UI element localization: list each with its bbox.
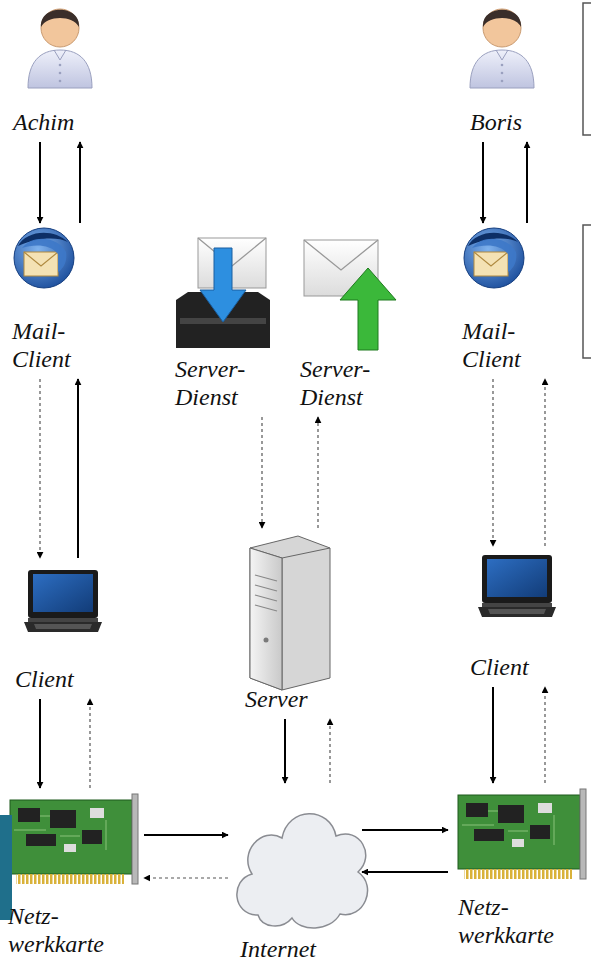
icon-node: Server — [240, 530, 340, 717]
icon-node: Client — [462, 548, 562, 685]
icon-node: Server- Dienst — [290, 230, 410, 415]
arrow — [362, 871, 448, 873]
node-label: Netz- werkkarte — [458, 893, 586, 949]
node-label: Boris — [470, 108, 548, 136]
icon-node: Achim — [10, 5, 112, 140]
arrow — [526, 142, 528, 223]
arrow — [544, 687, 545, 783]
arrow — [284, 719, 286, 783]
node-label: Client — [15, 665, 105, 693]
arrow — [79, 142, 81, 223]
arrow — [362, 829, 448, 831]
arrow — [144, 877, 228, 878]
arrow — [492, 687, 494, 783]
arrow — [89, 699, 90, 788]
arrow — [261, 417, 262, 528]
icon-node: Mail- Client — [5, 225, 120, 377]
arrow — [39, 699, 41, 788]
node-label: Internet — [240, 935, 358, 963]
node-label: Mail- Client — [462, 317, 568, 373]
icon-node: Mail- Client — [455, 225, 570, 377]
arrow — [492, 379, 493, 546]
node-label: Server- Dienst — [300, 355, 408, 411]
node-label: Client — [470, 653, 560, 681]
arrow — [39, 379, 40, 558]
arrow — [544, 379, 545, 546]
arrow — [482, 142, 484, 223]
arrow — [144, 834, 228, 836]
icon-node: Boris — [455, 5, 550, 140]
arrow — [329, 719, 330, 783]
icon-node: Server- Dienst — [165, 230, 285, 415]
icon-node: Netz- werkkarte — [450, 785, 588, 953]
node-label: Netz- werkkarte — [8, 902, 140, 958]
arrow — [77, 379, 79, 558]
node-label: Server- Dienst — [175, 355, 283, 411]
icon-node: Netz- werkkarte — [4, 790, 142, 962]
node-label: Mail- Client — [12, 317, 118, 373]
arrow — [317, 417, 318, 528]
node-label: Achim — [13, 108, 110, 136]
arrow — [39, 142, 41, 223]
icon-node: Internet — [230, 785, 360, 967]
icon-node: Client — [12, 560, 107, 697]
node-label: Server — [245, 685, 338, 713]
